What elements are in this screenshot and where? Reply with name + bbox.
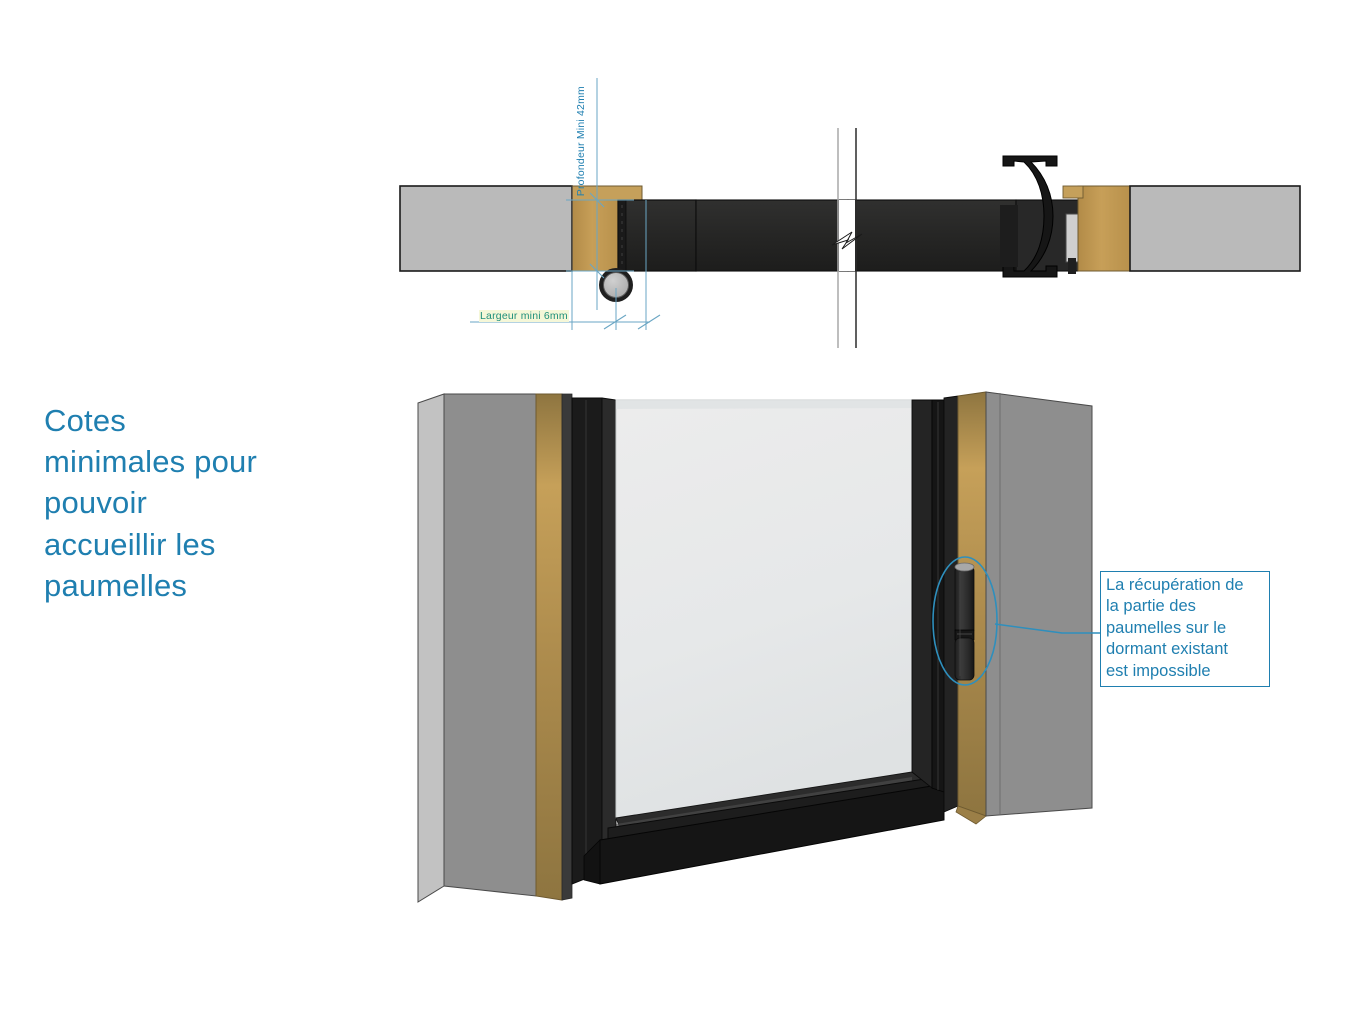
plan-break-line: [831, 128, 863, 348]
persp-left-pier: [417, 393, 573, 903]
persp-callout-leader: [994, 623, 1100, 634]
plan-handle-c-profile: [1000, 155, 1058, 278]
perspective-view: [417, 391, 1100, 903]
dimension-width-leader: [470, 200, 661, 330]
persp-left-frame-stile: [571, 397, 617, 885]
persp-bottom-sill: [583, 771, 945, 885]
persp-hinge-paumelle: [954, 562, 975, 681]
plan-left-wall: [399, 185, 573, 272]
callout-note-box: La récupération de la partie des paumell…: [1100, 571, 1270, 688]
persp-right-pier: [985, 391, 1093, 817]
plan-frame-profile-left: [617, 199, 697, 272]
plan-right-wall: [1129, 185, 1301, 272]
dimension-label-profondeur-mini: Profondeur Mini 42mm: [575, 86, 587, 197]
plan-frame-profile-span: [695, 199, 1079, 272]
persp-glass-pane: [615, 399, 913, 819]
plan-view: [399, 78, 1301, 348]
plan-hinge-knuckle: [599, 268, 633, 302]
persp-callout-ellipse: [932, 556, 998, 686]
dimension-depth-leader: [566, 78, 634, 310]
plan-right-wood-jamb: [1062, 185, 1131, 272]
page-title: Cotes minimales pour pouvoir accueillir …: [44, 403, 257, 603]
persp-right-frame-stile: [911, 395, 959, 813]
dimension-label-largeur-mini: Largeur mini 6mm: [479, 310, 569, 322]
